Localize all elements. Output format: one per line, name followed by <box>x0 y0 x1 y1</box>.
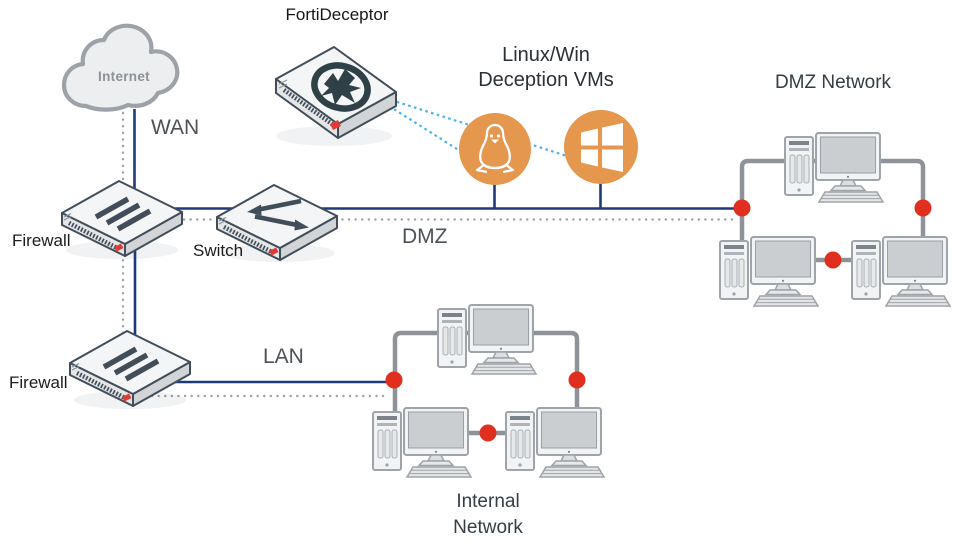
internal-network-label-line1: Internal <box>456 491 520 512</box>
firewall-top-label: Firewall <box>12 231 71 250</box>
firewall-bottom-appliance <box>70 331 190 406</box>
brand-badge <box>330 120 341 130</box>
junction-dots <box>385 199 932 442</box>
fortideceptor-appliance <box>275 46 397 139</box>
firewall-top-appliance <box>62 181 182 256</box>
junction-dot-icon <box>568 371 586 389</box>
cloud-icon <box>61 23 180 112</box>
deception-vms-label-line1: Linux/Win <box>502 44 590 66</box>
junction-dot-icon <box>824 251 842 269</box>
deceptor-to-linux-dotted-line <box>388 105 469 157</box>
junction-dot-icon <box>385 371 403 389</box>
workstation-icon <box>505 407 605 478</box>
firewall-bottom-label: Firewall <box>9 373 68 392</box>
fortideceptor-label: FortiDeceptor <box>285 5 389 24</box>
deception-vms-label-line2: Deception VMs <box>478 69 614 91</box>
switch-label: Switch <box>193 241 244 260</box>
windows-vm-circle <box>564 110 638 184</box>
fortideceptor-logo-icon <box>311 62 371 112</box>
firewall-slashes-icon <box>94 196 152 232</box>
lan-label: LAN <box>263 345 304 368</box>
junction-dot-icon <box>479 424 497 442</box>
switch-appliance <box>217 185 337 260</box>
dmz-network-label: DMZ Network <box>774 72 892 93</box>
firewall-slashes-icon <box>102 346 160 382</box>
internet-label: Internet <box>98 69 150 84</box>
deceptor-to-windows-dotted-line <box>390 98 571 159</box>
dmz-label: DMZ <box>402 225 448 248</box>
workstation-icon <box>719 236 819 307</box>
linux-vm-circle <box>459 113 531 185</box>
workstation-icon <box>784 132 884 203</box>
junction-dot-icon <box>733 199 751 217</box>
workstation-icon <box>851 236 951 307</box>
switch-arrows-icon <box>247 198 309 231</box>
workstation-icon <box>372 407 472 478</box>
junction-dot-icon <box>914 199 932 217</box>
windows-logo-icon <box>581 123 623 172</box>
wan-label: WAN <box>151 116 200 139</box>
linux-tux-icon <box>475 123 515 174</box>
internal-network-label-line2: Network <box>453 517 523 538</box>
deception-dotted-paths <box>388 98 571 159</box>
workstation-icon <box>437 304 537 375</box>
deception-vms-label: Linux/Win Deception VMs <box>458 43 634 93</box>
internal-network-label: Internal Network <box>413 489 563 541</box>
